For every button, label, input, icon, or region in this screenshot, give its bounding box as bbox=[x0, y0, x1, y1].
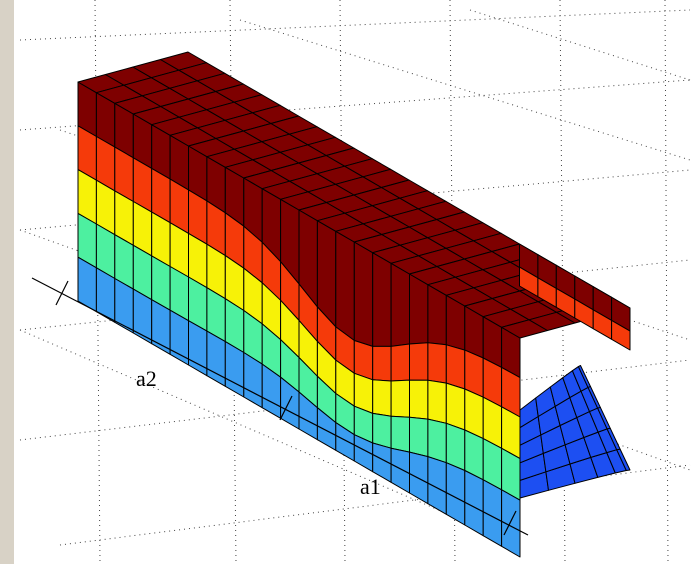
front-mesh-cell bbox=[409, 379, 429, 420]
dimension-tick bbox=[279, 395, 293, 421]
back-lip-mesh bbox=[519, 243, 631, 351]
front-mesh-cell bbox=[427, 379, 447, 424]
grid-line bbox=[19, 329, 521, 546]
dimension-tick bbox=[503, 510, 517, 536]
end-cap-mesh bbox=[519, 365, 631, 499]
front-mesh-cell bbox=[335, 230, 355, 341]
front-mesh-cell bbox=[390, 262, 410, 347]
front-mesh-cell bbox=[390, 415, 410, 453]
label-a1: a1 bbox=[360, 474, 381, 499]
grid-line bbox=[239, 19, 691, 161]
front-mesh-cell bbox=[501, 489, 521, 558]
grid-line bbox=[94, 0, 101, 564]
label-a2: a2 bbox=[136, 366, 157, 391]
grid-line bbox=[19, 169, 691, 231]
front-mesh-cell bbox=[390, 343, 410, 382]
grid-line bbox=[59, 464, 691, 546]
grid-line bbox=[229, 0, 237, 564]
front-mesh-cell bbox=[409, 273, 429, 345]
front-mesh-cell bbox=[427, 418, 447, 464]
cap-mesh-cell bbox=[577, 365, 591, 388]
grid-line bbox=[19, 9, 691, 41]
front-mesh-cell bbox=[409, 342, 429, 381]
dimension-lines bbox=[31, 277, 529, 536]
grid-line bbox=[664, 0, 669, 564]
front-mesh-cell bbox=[427, 342, 447, 384]
top-face-mesh bbox=[77, 51, 631, 339]
dimension-tick bbox=[55, 280, 69, 306]
front-mesh-cell bbox=[445, 382, 466, 431]
front-mesh-cell bbox=[427, 456, 447, 515]
lip-mesh-cell bbox=[611, 319, 631, 351]
grid-line bbox=[469, 9, 691, 81]
front-mesh-cell bbox=[390, 447, 410, 494]
front-mesh-cell bbox=[445, 344, 466, 390]
front-mesh-cell bbox=[353, 241, 374, 347]
front-mesh-cell bbox=[372, 252, 392, 347]
front-mesh-cell bbox=[372, 412, 392, 449]
front-mesh-cell bbox=[372, 345, 392, 382]
front-mesh-cell bbox=[409, 416, 429, 458]
front-mesh-cell bbox=[372, 379, 392, 417]
grid-line bbox=[19, 79, 691, 131]
grid-line bbox=[339, 0, 346, 564]
dimension-line bbox=[31, 277, 529, 536]
front-mesh-cell bbox=[390, 379, 410, 418]
